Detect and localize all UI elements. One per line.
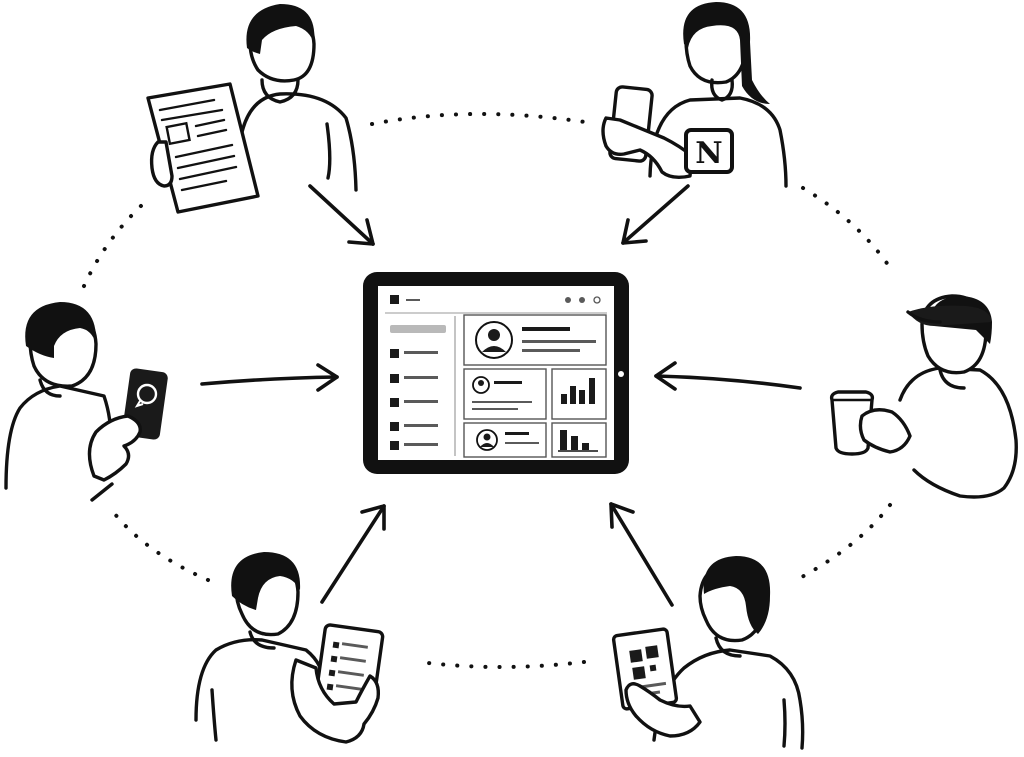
person-with-list-tablet xyxy=(194,552,385,744)
arrow-top-right xyxy=(621,184,690,245)
notion-icon: N xyxy=(684,128,734,174)
person-with-phone-and-notes: N xyxy=(601,2,788,188)
person-with-qr-tablet xyxy=(611,556,805,750)
arrow-left xyxy=(200,363,339,392)
person-with-cup xyxy=(829,294,1018,499)
notion-badge-letter: N xyxy=(695,136,722,171)
whatsapp-icon xyxy=(134,383,158,408)
person-with-document xyxy=(146,4,358,214)
document-icon xyxy=(146,82,260,214)
arrows xyxy=(200,184,802,607)
person-with-chat-phone xyxy=(4,302,168,502)
arrow-bottom-left xyxy=(320,504,386,604)
arrow-bottom-right xyxy=(609,502,674,607)
arrow-top-left xyxy=(308,184,375,246)
dotted-ring xyxy=(82,111,895,669)
arrow-right xyxy=(654,361,802,391)
tablet-dashboard-icon xyxy=(363,272,629,474)
